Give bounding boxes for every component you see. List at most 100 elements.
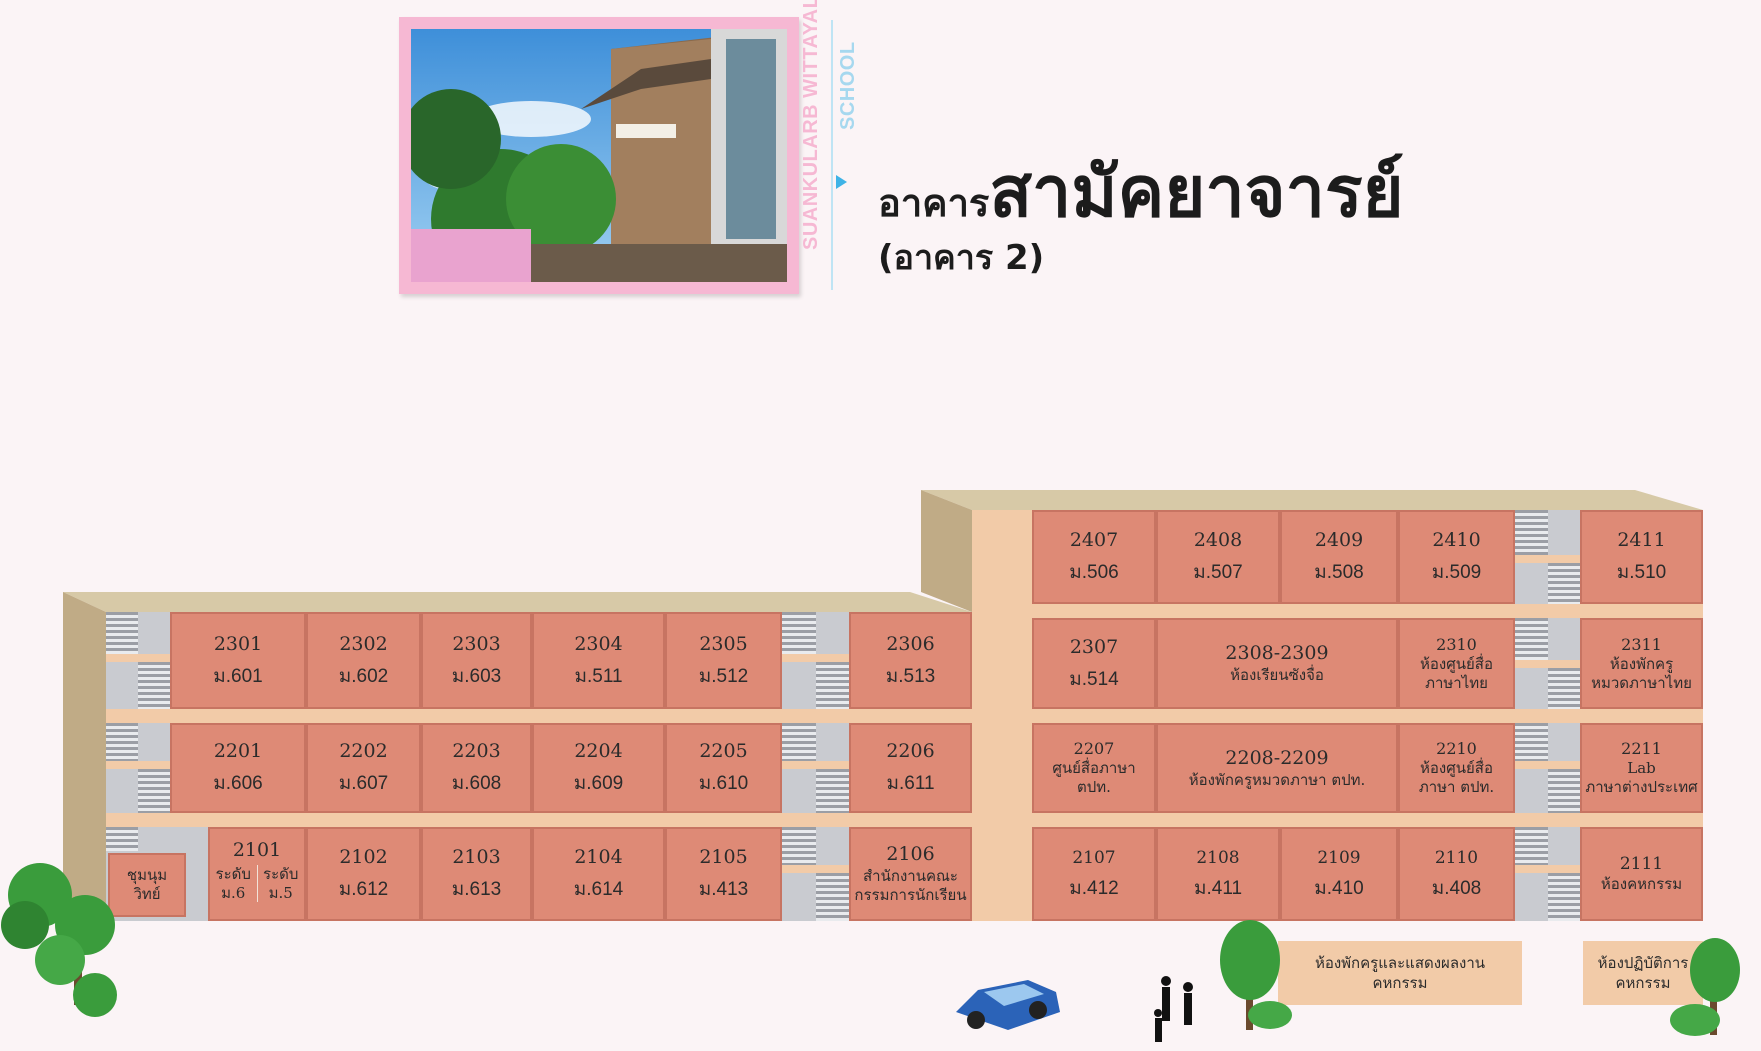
room-number: 2303: [452, 632, 501, 655]
room-class: ม.602: [338, 665, 389, 687]
room-number: 2206: [886, 740, 935, 763]
room-2303[interactable]: 2303 ม.603: [421, 612, 532, 709]
floor-band: [106, 709, 972, 723]
room-class: ม.613: [451, 879, 502, 900]
staircase: [816, 662, 849, 709]
tree-icon: [1, 863, 117, 1017]
room-level-class: ม.5: [268, 883, 293, 902]
room-2202[interactable]: 2202 ม.607: [306, 723, 421, 813]
room-desc-line1: ห้องพักครูหมวดภาษา ตปท.: [1188, 770, 1366, 789]
room-number: 2304: [574, 632, 623, 655]
room-class: ม.601: [213, 665, 263, 687]
staircase: [106, 827, 138, 851]
stair-band: [782, 761, 849, 769]
annex-home-ec-lab[interactable]: ห้องปฏิบัติการ คหกรรม: [1583, 941, 1703, 1005]
building-photo-frame: [399, 17, 799, 294]
room-number: 2207: [1073, 739, 1115, 759]
room-number: 2311: [1621, 634, 1662, 654]
room-2306[interactable]: 2306 ม.513: [849, 612, 972, 709]
room-2210[interactable]: 2210 ห้องศูนย์สื่อ ภาษา ตปท.: [1398, 723, 1515, 813]
room-2305[interactable]: 2305 ม.512: [665, 612, 782, 709]
stair-landing: [816, 612, 849, 654]
room-class: ม.508: [1314, 562, 1364, 583]
annex-line2: คหกรรม: [1372, 974, 1428, 992]
room-2302[interactable]: 2302 ม.602: [306, 612, 421, 709]
room-2208-2209[interactable]: 2208-2209 ห้องพักครูหมวดภาษา ตปท.: [1156, 723, 1398, 813]
stair-landing: [1515, 873, 1548, 921]
staircase: [1515, 510, 1548, 555]
room-2106[interactable]: 2106 สำนักงานคณะ กรรมการนักเรียน: [849, 827, 972, 921]
room-2408[interactable]: 2408 ม.507: [1156, 510, 1280, 604]
room-desc-line1: ชุมนุม: [126, 866, 168, 885]
room-2111[interactable]: 2111 ห้องคหกรรม: [1580, 827, 1703, 921]
room-2107[interactable]: 2107 ม.412: [1032, 827, 1156, 921]
room-2207[interactable]: 2207 ศูนย์สื่อภาษา ตปท.: [1032, 723, 1156, 813]
room-desc-line1: Lab: [1627, 759, 1656, 778]
title-main: สามัคยาจารย์: [989, 151, 1404, 233]
annex-home-ec-exhibit[interactable]: ห้องพักครูและแสดงผลงาน คหกรรม: [1278, 941, 1522, 1005]
staircase: [1548, 668, 1580, 709]
room-2103[interactable]: 2103 ม.613: [421, 827, 532, 921]
room-2407[interactable]: 2407 ม.506: [1032, 510, 1156, 604]
stair-band: [782, 865, 849, 873]
room-desc-line1: ห้องคหกรรม: [1600, 875, 1683, 894]
stair-landing: [1515, 563, 1548, 604]
stair-band: [1515, 660, 1580, 668]
room-2311[interactable]: 2311 ห้องพักครู หมวดภาษาไทย: [1580, 618, 1703, 709]
room-desc-line1: ห้องพักครู: [1609, 654, 1674, 673]
room-2301[interactable]: 2301 ม.601: [170, 612, 306, 709]
tree-icon: [1670, 938, 1740, 1036]
room-2409[interactable]: 2409 ม.508: [1280, 510, 1398, 604]
room-2105[interactable]: 2105 ม.413: [665, 827, 782, 921]
room-class: ม.408: [1431, 877, 1482, 899]
stair-landing: [138, 723, 170, 761]
room-desc-line2: วิทย์: [133, 885, 161, 903]
room-2304[interactable]: 2304 ม.511: [532, 612, 665, 709]
page-subtitle: (อาคาร 2): [878, 238, 1045, 278]
room-2110[interactable]: 2110 ม.408: [1398, 827, 1515, 921]
room-2307[interactable]: 2307 ม.514: [1032, 618, 1156, 709]
room-2201[interactable]: 2201 ม.606: [170, 723, 306, 813]
page-title: อาคารสามัคยาจารย์: [878, 136, 1404, 247]
room-2211[interactable]: 2211 Lab ภาษาต่างประเทศ: [1580, 723, 1703, 813]
stair-landing: [1548, 827, 1580, 865]
stair-landing: [1515, 668, 1548, 709]
room-2308-2309[interactable]: 2308-2309 ห้องเรียนซังจื่อ: [1156, 618, 1398, 709]
room-2101[interactable]: 2101 ระดับ ม.6 ระดับ ม.5: [208, 827, 306, 921]
room-2101-right: ระดับ ม.5: [258, 865, 305, 903]
room-science-club[interactable]: ชุมนุม วิทย์: [108, 853, 186, 917]
room-2109[interactable]: 2109 ม.410: [1280, 827, 1398, 921]
person-icon: [1154, 976, 1193, 1042]
room-2205[interactable]: 2205 ม.610: [665, 723, 782, 813]
room-number: 2301: [213, 632, 263, 655]
stair-band: [1515, 761, 1580, 769]
room-desc-line1: ห้องเรียนซังจื่อ: [1230, 666, 1324, 684]
staircase: [1548, 769, 1580, 813]
room-2108[interactable]: 2108 ม.411: [1156, 827, 1280, 921]
room-desc-line1: สำนักงานคณะ: [863, 867, 958, 886]
room-number: 2408: [1193, 529, 1243, 552]
room-2206[interactable]: 2206 ม.611: [849, 723, 972, 813]
room-2410[interactable]: 2410 ม.509: [1398, 510, 1515, 604]
room-number: 2306: [886, 632, 935, 655]
room-2104[interactable]: 2104 ม.614: [532, 827, 665, 921]
staircase: [782, 723, 816, 761]
room-2204[interactable]: 2204 ม.609: [532, 723, 665, 813]
room-class: ม.610: [698, 773, 749, 794]
room-class: ม.507: [1193, 562, 1243, 583]
room-2411[interactable]: 2411 ม.510: [1580, 510, 1703, 604]
room-2203[interactable]: 2203 ม.608: [421, 723, 532, 813]
room-2102[interactable]: 2102 ม.612: [306, 827, 421, 921]
room-class: ม.609: [573, 773, 624, 794]
stair-band: [782, 654, 849, 662]
room-number: 2307: [1069, 635, 1119, 658]
room-number: 2407: [1069, 529, 1119, 552]
staircase: [816, 769, 849, 813]
stair-band: [106, 761, 170, 769]
room-number: 2102: [339, 846, 388, 869]
room-level-label: ระดับ: [215, 864, 251, 883]
room-2310[interactable]: 2310 ห้องศูนย์สื่อ ภาษาไทย: [1398, 618, 1515, 709]
tree-icon: [1220, 920, 1292, 1030]
room-number: 2106: [886, 843, 935, 866]
room-class: ม.514: [1069, 668, 1119, 690]
